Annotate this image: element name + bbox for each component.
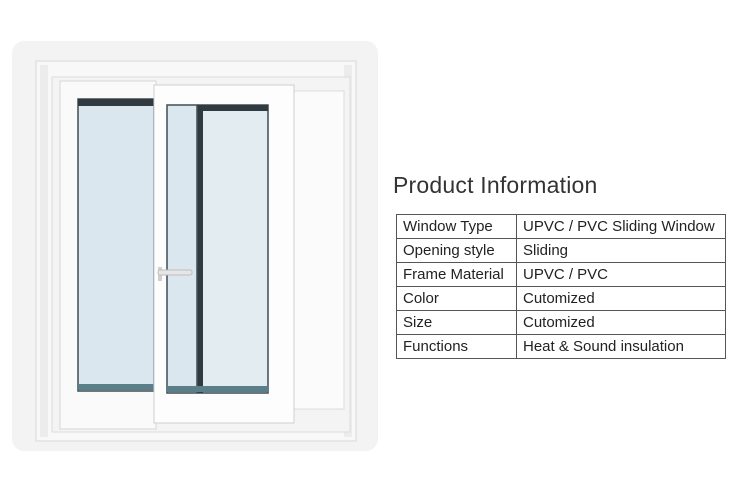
table-row: Frame Material UPVC / PVC [396, 262, 726, 287]
table-row: Size Cutomized [396, 310, 726, 335]
sliding-window-illustration [35, 60, 357, 442]
row-label: Window Type [396, 214, 517, 239]
product-info-title: Product Information [393, 172, 598, 198]
row-label: Color [396, 286, 517, 311]
left-glass [77, 98, 155, 392]
row-value: Sliding [516, 238, 726, 263]
product-info-section: Product Information Window Type UPVC / P… [392, 172, 732, 359]
row-value: Cutomized [516, 286, 726, 311]
table-row: Opening style Sliding [396, 238, 726, 263]
row-value: Heat & Sound insulation [516, 334, 726, 359]
table-row: Functions Heat & Sound insulation [396, 334, 726, 359]
row-label: Frame Material [396, 262, 517, 287]
sliding-glass-left [166, 104, 198, 394]
product-info-table: Window Type UPVC / PVC Sliding Window Op… [396, 214, 726, 359]
row-label: Opening style [396, 238, 517, 263]
row-value: Cutomized [516, 310, 726, 335]
table-row: Color Cutomized [396, 286, 726, 311]
right-fixed-panel [285, 90, 345, 410]
row-value: UPVC / PVC Sliding Window [516, 214, 726, 239]
table-row: Window Type UPVC / PVC Sliding Window [396, 214, 726, 239]
left-glass-top-bar [78, 99, 154, 106]
sliding-glass-right [197, 104, 269, 394]
sliding-glass-bottom-bar [167, 386, 268, 392]
sliding-glass-top-bar [198, 105, 268, 111]
sliding-glass-side-bar [198, 111, 203, 393]
row-label: Functions [396, 334, 517, 359]
left-glass-bottom-bar [78, 384, 154, 390]
outer-frame-left-edge [40, 65, 48, 437]
row-value: UPVC / PVC [516, 262, 726, 287]
row-label: Size [396, 310, 517, 335]
handle-icon [157, 269, 193, 276]
